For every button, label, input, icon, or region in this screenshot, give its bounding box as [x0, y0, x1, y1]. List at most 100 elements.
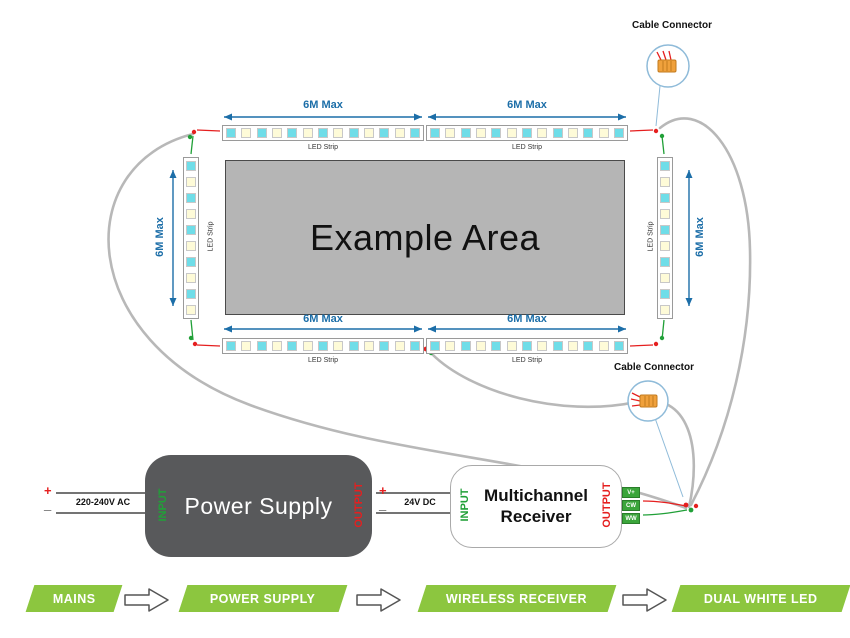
led-cell [521, 341, 532, 351]
led-cell [256, 341, 267, 351]
led-cell [567, 128, 578, 138]
example-area-label: Example Area [309, 216, 541, 258]
dimension-label: 6M Max [507, 99, 547, 111]
flow-step-power-supply: POWER SUPPLY [178, 585, 348, 612]
led-cell [445, 341, 456, 351]
receiver-terminal-ww: WW [622, 513, 640, 524]
led-cell [445, 128, 456, 138]
power-supply-label: Power Supply [184, 492, 333, 519]
led-cell [430, 341, 440, 351]
led-cell [460, 128, 471, 138]
led-cell [348, 341, 359, 351]
led-strip-caption: LED Strip [512, 144, 542, 151]
led-cell [660, 305, 670, 315]
led-cell [379, 128, 390, 138]
power-supply-input-label: INPUT [157, 488, 169, 522]
led-strip-caption: LED Strip [207, 221, 215, 252]
led-strip-caption: LED Strip [512, 357, 542, 364]
example-area: Example Area [225, 160, 625, 315]
led-cell [226, 128, 236, 138]
led-cell [186, 305, 196, 315]
receiver-input-label: INPUT [459, 488, 471, 522]
receiver-terminal-vplus: V+ [622, 487, 640, 498]
led-cell [186, 193, 196, 203]
dc-voltage-label: 24V DC [394, 497, 446, 507]
led-cell [552, 128, 563, 138]
led-cell [583, 341, 594, 351]
led-cell [409, 341, 420, 351]
led-cell [598, 341, 609, 351]
led-cell [506, 341, 517, 351]
flow-step-dual-white-led: DUAL WHITE LED [671, 585, 850, 612]
led-cell [537, 341, 548, 351]
flow-step-mains: MAINS [25, 585, 123, 612]
dimension-label: 6M Max [303, 99, 343, 111]
flow-step-label: WIRELESS RECEIVER [446, 591, 588, 606]
led-strip-caption: LED Strip [308, 144, 338, 151]
dimension-label: 6M Max [303, 313, 343, 325]
cable-connector-callout-middle [627, 380, 684, 498]
receiver-output-wires [642, 500, 699, 516]
led-cell [241, 128, 252, 138]
led-strip-caption: LED Strip [647, 221, 655, 252]
led-cell [660, 209, 670, 219]
flow-arrow-icon [124, 588, 169, 612]
led-cell [598, 128, 609, 138]
led-cell [363, 341, 374, 351]
led-cell [302, 341, 313, 351]
led-cell [394, 341, 405, 351]
led-cell [256, 128, 267, 138]
receiver-terminal-cw: CW [622, 500, 640, 511]
flow-arrow-icon [356, 588, 401, 612]
led-cell [660, 193, 670, 203]
led-cell [583, 128, 594, 138]
led-cell [430, 128, 440, 138]
dimension-label: 6M Max [507, 313, 547, 325]
led-cell [363, 128, 374, 138]
led-cell [660, 177, 670, 187]
led-strip-caption: LED Strip [308, 357, 338, 364]
led-cell [660, 289, 670, 299]
led-cell [379, 341, 390, 351]
led-cell [475, 128, 486, 138]
led-cell [348, 128, 359, 138]
power-supply-output-label: OUTPUT [353, 482, 365, 528]
led-cell [660, 241, 670, 251]
dimension-label: 6M Max [694, 217, 706, 257]
led-cell [660, 225, 670, 235]
led-cell [186, 241, 196, 251]
cable-connector-label: Cable Connector [632, 20, 713, 31]
receiver-box: Multichannel Receiver [450, 465, 622, 548]
led-cell [287, 128, 298, 138]
led-cell [186, 225, 196, 235]
led-cell [271, 341, 282, 351]
led-cell [506, 128, 517, 138]
led-cell [491, 341, 502, 351]
led-cell [302, 128, 313, 138]
led-strip-top-left [222, 125, 424, 141]
led-cell [333, 128, 344, 138]
power-supply-box: Power Supply [145, 455, 372, 557]
cable-connector-callout-top [646, 44, 690, 127]
led-cell [613, 128, 624, 138]
led-cell [226, 341, 236, 351]
flow-arrow-icon [622, 588, 667, 612]
led-strip-right [657, 157, 673, 319]
led-strip-bottom-left [222, 338, 424, 354]
led-cell [317, 128, 328, 138]
led-cell [186, 257, 196, 267]
led-cell [552, 341, 563, 351]
receiver-label: Multichannel Receiver [484, 486, 588, 526]
led-cell [460, 341, 471, 351]
led-cell [186, 209, 196, 219]
led-strip-left [183, 157, 199, 319]
led-cell [186, 177, 196, 187]
mains-minus: _ [44, 497, 52, 512]
led-cell [660, 161, 670, 171]
led-cell [475, 341, 486, 351]
led-strip-bottom-right [426, 338, 628, 354]
led-cell [317, 341, 328, 351]
led-cell [613, 341, 624, 351]
